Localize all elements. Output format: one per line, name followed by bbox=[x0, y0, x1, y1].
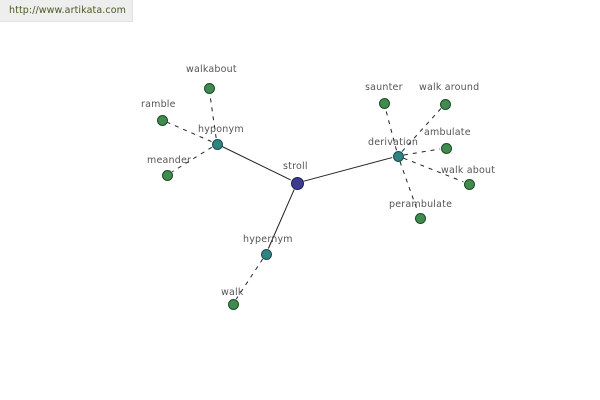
graph-node-derivation[interactable] bbox=[392, 150, 404, 162]
graph-edge bbox=[222, 146, 291, 181]
graph-node-hypernym[interactable] bbox=[260, 248, 272, 260]
node-label-walkabout: walkabout bbox=[186, 64, 237, 75]
graph-node-ramble[interactable] bbox=[156, 114, 168, 126]
node-label-walk-about: walk about bbox=[441, 165, 496, 176]
graph-node-walk-around[interactable] bbox=[439, 98, 451, 110]
graph-node-walkabout[interactable] bbox=[203, 82, 215, 94]
graph-node-walk[interactable] bbox=[227, 298, 239, 310]
graph-node-ambulate[interactable] bbox=[440, 142, 452, 154]
url-text: http://www.artikata.com bbox=[9, 5, 126, 16]
graph-node-stroll[interactable] bbox=[290, 176, 304, 190]
node-label-ramble: ramble bbox=[141, 99, 176, 110]
node-label-perambulate: perambulate bbox=[389, 199, 453, 210]
url-bar[interactable]: http://www.artikata.com bbox=[0, 0, 133, 22]
node-label-stroll: stroll bbox=[283, 161, 308, 172]
node-label-derivation: derivation bbox=[368, 137, 419, 148]
graph-edge bbox=[303, 157, 393, 182]
node-label-saunter: saunter bbox=[365, 82, 403, 93]
node-label-ambulate: ambulate bbox=[424, 127, 471, 138]
node-label-hyponym: hyponym bbox=[198, 124, 244, 135]
node-label-meander: meander bbox=[147, 155, 192, 166]
graph-edge bbox=[403, 148, 441, 156]
node-label-walk: walk bbox=[221, 287, 244, 298]
graph-node-saunter[interactable] bbox=[378, 97, 390, 109]
node-label-walk-around: walk around bbox=[419, 82, 480, 93]
graph-node-walk-about[interactable] bbox=[463, 178, 475, 190]
graph-node-perambulate[interactable] bbox=[414, 212, 426, 224]
graph-node-hyponym[interactable] bbox=[211, 138, 223, 150]
node-label-hypernym: hypernym bbox=[243, 234, 293, 245]
graph-node-meander[interactable] bbox=[161, 169, 173, 181]
